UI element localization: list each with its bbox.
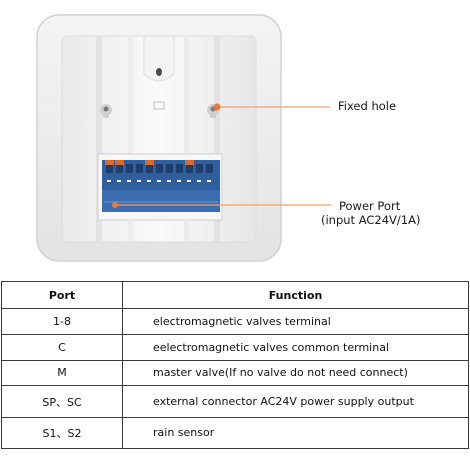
table-header-row: Port Function xyxy=(1,281,469,309)
table-row: S1、S2 rain sensor xyxy=(1,416,469,450)
header-function: Function xyxy=(122,281,469,309)
controller-back-panel-graphic xyxy=(36,14,282,262)
keyhole-slot-icon xyxy=(100,104,112,118)
port-cell: S1、S2 xyxy=(1,416,123,450)
fixed-hole-label: Fixed hole xyxy=(338,99,397,113)
terminal-block-icon xyxy=(102,160,220,212)
table-row: M master valve(If no valve do not need c… xyxy=(1,359,469,387)
power-port-note: (input AC24V/1A) xyxy=(321,213,421,227)
port-cell: C xyxy=(1,333,123,361)
port-cell: 1-8 xyxy=(1,308,123,335)
table-row: SP、SC external connector AC24V power sup… xyxy=(1,385,469,418)
table-row: C eelectromagnetic valves common termina… xyxy=(1,333,469,361)
power-port-callout xyxy=(112,202,331,208)
callout-lines xyxy=(112,103,331,208)
function-cell: rain sensor xyxy=(122,416,469,450)
header-port: Port xyxy=(1,281,123,309)
port-cell: SP、SC xyxy=(1,385,123,418)
controller-back-panel xyxy=(36,14,282,262)
function-cell: electromagnetic valves terminal xyxy=(122,308,469,335)
table-row: 1-8 electromagnetic valves terminal xyxy=(1,308,469,335)
power-port-label: Power Port xyxy=(339,199,401,213)
function-cell: external connector AC24V power supply ou… xyxy=(122,385,469,418)
fixed-hole-callout xyxy=(213,103,330,111)
function-cell: eelectromagnetic valves common terminal xyxy=(122,333,469,361)
function-cell: master valve(If no valve do not need con… xyxy=(122,359,469,387)
ports-table: Port Function 1-8 electromagnetic valves… xyxy=(1,281,469,450)
port-cell: M xyxy=(1,359,123,387)
